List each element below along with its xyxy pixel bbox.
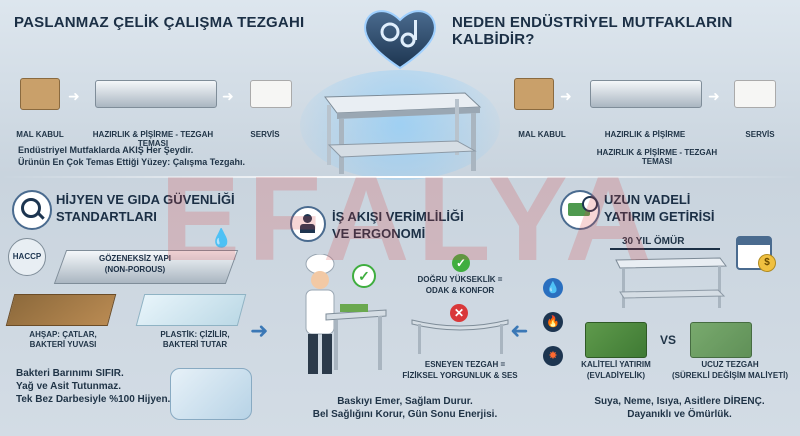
check-circle-icon: ✓ [452,254,470,272]
serving-table-icon [734,80,776,108]
water-drop-icon: 💧 [210,228,233,248]
watermark: EFALYA [160,152,660,286]
magnifier-icon [12,190,52,230]
check-icon: ✓ [352,264,376,288]
vs-label: VS [660,333,677,347]
bad-table-label-2: FİZİKSEL YORGUNLUK & SES [402,371,518,380]
hygiene-bottom-2: Yağ ve Asit Tutunmaz. [16,381,122,392]
hygiene-title-1: HİJYEN VE GIDA GÜVENLİĞİ [56,192,235,207]
heart-gear-icon [364,10,436,70]
flow-left-caption-2: Ürünün En Çok Temas Ettiği Yüzey: Çalışm… [18,157,246,167]
durable-table-icon [615,257,727,308]
kitchen-counter-icon [590,80,702,108]
plastic-board-icon [135,294,247,326]
cross-icon: ✕ [450,304,468,322]
crate-icon [20,78,60,110]
right-title: NEDEN ENDÜSTRİYEL MUTFAKLARIN KALBİDİR? [452,14,733,48]
good-height-label-2: ODAK & KONFOR [425,286,495,295]
left-title: PASLANMAZ ÇELİK ÇALIŞMA TEZGAHI [14,14,305,31]
arrow-left-icon: ➜ [510,318,529,343]
flow-left: ➜ ➜ [10,70,310,128]
arrow-right-icon: ➜ [68,88,80,104]
flow-right-step-2: HAZIRLIK & PİŞİRME [604,130,686,139]
flow-left-caption-1: Endüstriyel Mutfaklarda AKIŞ Her Şeydir. [18,145,194,155]
non-porous-label-1: GÖZENEKSİZ YAPI [98,254,172,263]
arrow-right-icon: ➜ [222,88,234,104]
kitchen-counter-icon [95,80,217,108]
wood-label-1: AHŞAP: ÇATLAR, [29,330,97,339]
sagging-table-icon [411,319,509,354]
non-porous-label-2: (NON-POROUS) [104,265,166,274]
plastic-label-1: PLASTİK: ÇİZİLİR, [160,330,230,339]
crate-icon [514,78,554,110]
flow-left-step-2: HAZIRLIK & PİŞİRME - TEZGAH TEMASI [92,130,214,148]
cheap-label-2: (SÜREKLİ DEĞİŞİM MALİYETİ) [672,371,788,380]
quality-label-1: KALİTELİ YATIRIM [581,360,651,369]
ergonomy-title-2: VE ERGONOMİ [332,226,426,241]
coin-icon: $ [758,254,776,272]
serving-table-icon [250,80,292,108]
arrow-right-icon: ➜ [250,318,269,343]
investment-bottom-2: Dayanıklı ve Ömürlük. [627,409,732,420]
chef-workstation-icon [290,206,326,242]
chef-icon [305,254,387,374]
arrow-right-icon: ➜ [708,88,720,104]
flow-right-subcaption: HAZIRLIK & PİŞİRME - TEZGAH TEMASI [596,148,718,166]
haccp-badge: HACCP [8,238,46,276]
money-pile-icon [690,322,752,358]
center-table-icon [324,92,482,174]
investment-title-1: UZUN VADELİ [604,192,691,207]
flow-right: ➜ ➜ [500,70,790,128]
section-divider [0,176,800,178]
investment-bottom-1: Suya, Neme, Isıya, Asitlere DİRENÇ. [594,396,765,407]
money-clock-icon [560,190,600,230]
cheap-label-1: UCUZ TEZGAH [701,360,759,369]
cloth-wipe-icon [170,368,252,420]
flow-left-step-1: MAL KABUL [16,130,64,139]
water-icon: 💧 [543,278,563,298]
hygiene-title-2: STANDARTLARI [56,209,157,224]
flow-right-step-1: MAL KABUL [518,130,566,139]
wood-board-icon [5,294,117,326]
flow-right-step-3: SERVİS [745,130,775,139]
flow-left-step-3: SERVİS [250,130,280,139]
investment-title-2: YATIRIM GETİRİSİ [604,209,715,224]
ergonomy-title-1: İŞ AKIŞI VERİMLİLİĞİ [332,209,464,224]
ergonomy-bottom-1: Baskıyı Emer, Sağlam Durur. [337,396,473,407]
center-glow [300,70,500,180]
quality-label-2: (EVLADİYELİK) [586,371,646,380]
fire-icon: 🔥 [543,312,563,332]
hygiene-bottom-1: Bakteri Barınımı SIFIR. [16,368,124,379]
good-height-label-1: DOĞRU YÜKSEKLİK = [417,275,503,284]
hygiene-bottom-3: Tek Bez Darbesiyle %100 Hijyen. [16,394,171,405]
wood-label-2: BAKTERİ YUVASI [29,340,97,349]
acid-burst-icon: ✸ [543,346,563,366]
lifetime-label: 30 YIL ÖMÜR [622,236,685,247]
lifetime-line [610,248,720,250]
arrow-right-icon: ➜ [560,88,572,104]
ergonomy-bottom-2: Bel Sağlığını Korur, Gün Sonu Enerjisi. [312,409,498,420]
money-stack-icon [585,322,647,358]
plastic-label-2: BAKTERİ TUTAR [162,340,228,349]
bad-table-label-1: ESNEYEN TEZGAH = [424,360,506,369]
